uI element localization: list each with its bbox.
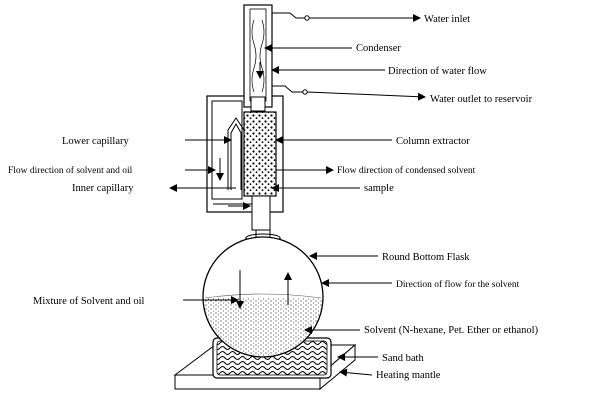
label-flow-condensed-solvent: Flow direction of condensed solvent: [337, 165, 476, 176]
label-inner-capillary: Inner capillary: [72, 183, 134, 194]
label-sand-bath: Sand bath: [382, 353, 424, 364]
label-column-extractor: Column extractor: [396, 136, 470, 147]
label-heating-mantle: Heating mantle: [376, 370, 441, 381]
label-round-bottom-flask: Round Bottom Flask: [382, 252, 470, 263]
label-direction-flow-solvent: Direction of flow for the solvent: [396, 279, 520, 290]
label-water-inlet: Water inlet: [424, 14, 470, 25]
column-extractor: [243, 111, 277, 197]
label-sample: sample: [364, 183, 394, 194]
label-lower-capillary: Lower capillary: [62, 136, 130, 147]
label-solvent: Solvent (N-hexane, Pet. Ether or ethanol…: [364, 325, 539, 336]
heating-mantle-arrow: [339, 368, 373, 377]
water-outlet-arrow: [306, 91, 426, 101]
label-flow-solvent-oil: Flow direction of solvent and oil: [8, 165, 133, 176]
label-direction-water-flow: Direction of water flow: [388, 66, 487, 77]
label-condenser: Condenser: [356, 43, 401, 54]
extractor-body: [206, 95, 284, 231]
condenser: [243, 4, 310, 112]
label-mixture: Mixture of Solvent and oil: [33, 296, 144, 307]
label-water-outlet: Water outlet to reservoir: [430, 94, 533, 105]
